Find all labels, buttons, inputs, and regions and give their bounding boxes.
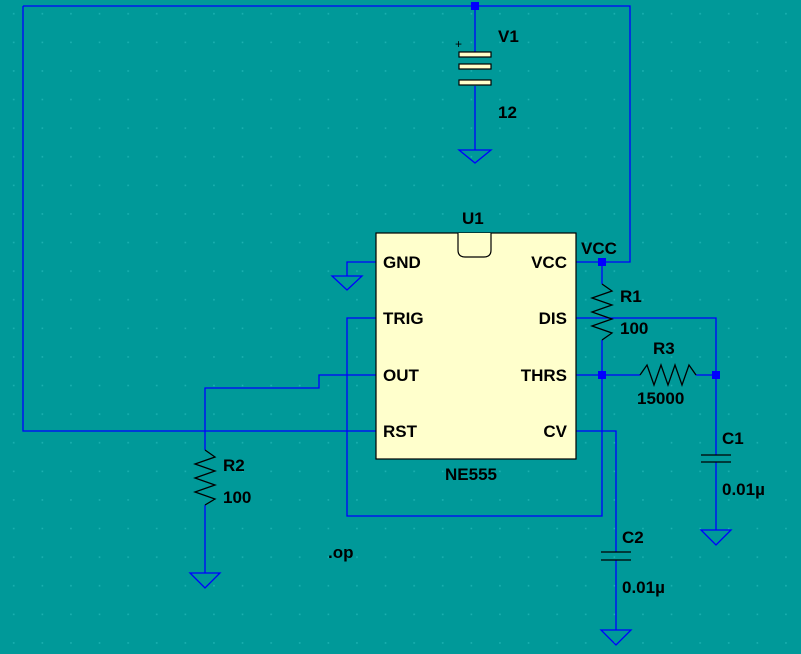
r2-value: 100 bbox=[223, 488, 251, 507]
resistors bbox=[193, 283, 697, 506]
spice-directive[interactable]: .op bbox=[328, 543, 354, 562]
pin-label-trig: TRIG bbox=[383, 309, 424, 328]
battery-plate-3 bbox=[458, 79, 492, 86]
junctions bbox=[471, 2, 720, 379]
ground-symbols bbox=[188, 149, 733, 646]
pin-label-out: OUT bbox=[383, 366, 420, 385]
c2-value: 0.01µ bbox=[622, 578, 665, 597]
r1-value: 100 bbox=[620, 319, 648, 338]
net-label-vcc: VCC bbox=[581, 239, 617, 258]
ground-icon-r2 bbox=[188, 572, 222, 589]
capacitor-c2[interactable] bbox=[601, 551, 631, 561]
junction-c1 bbox=[712, 371, 720, 379]
v1-plus-sign: + bbox=[455, 37, 462, 51]
wire-left-rst[interactable] bbox=[22, 6, 376, 432]
pin-label-gnd: GND bbox=[383, 253, 421, 272]
battery-v1[interactable] bbox=[458, 51, 492, 86]
junction-thrs bbox=[598, 371, 606, 379]
pin-label-vcc: VCC bbox=[531, 253, 567, 272]
resistor-r1[interactable] bbox=[590, 283, 614, 341]
chip-u1[interactable] bbox=[375, 232, 577, 460]
junction-vcc bbox=[598, 258, 606, 266]
capacitor-c1[interactable] bbox=[701, 454, 731, 463]
resistor-r3[interactable] bbox=[639, 363, 697, 387]
r3-name: R3 bbox=[653, 339, 675, 358]
chip-body bbox=[375, 232, 577, 460]
pin-label-dis: DIS bbox=[539, 309, 567, 328]
r3-value: 15000 bbox=[637, 389, 684, 408]
u1-part: NE555 bbox=[445, 465, 497, 484]
r1-name: R1 bbox=[620, 287, 642, 306]
wire-dis-c1[interactable] bbox=[576, 317, 717, 375]
battery-plate-2 bbox=[458, 63, 492, 70]
wire-top-vcc[interactable] bbox=[23, 5, 631, 263]
wires bbox=[22, 5, 717, 630]
ground-icon-c2 bbox=[599, 629, 633, 646]
c2-name: C2 bbox=[622, 528, 644, 547]
junction-top bbox=[471, 2, 479, 10]
r2-name: R2 bbox=[223, 456, 245, 475]
chip-notch bbox=[457, 233, 492, 258]
v1-name: V1 bbox=[498, 27, 519, 46]
v1-value: 12 bbox=[498, 103, 517, 122]
c1-value: 0.01µ bbox=[722, 480, 765, 499]
wire-trig-loop[interactable] bbox=[346, 317, 603, 517]
resistor-r2[interactable] bbox=[193, 449, 217, 506]
capacitors bbox=[601, 454, 731, 561]
battery-plate-1 bbox=[458, 51, 492, 58]
c1-name: C1 bbox=[722, 429, 744, 448]
u1-name: U1 bbox=[462, 209, 484, 228]
pin-label-rst: RST bbox=[383, 422, 418, 441]
ground-icon-gnd-pin bbox=[330, 275, 364, 291]
pin-label-cv: CV bbox=[543, 422, 567, 441]
ground-icon-c1 bbox=[699, 529, 733, 546]
wire-out-r2[interactable] bbox=[204, 374, 376, 450]
ground-icon-v1 bbox=[457, 149, 493, 164]
wire-gnd-pin[interactable] bbox=[346, 261, 376, 276]
pin-label-thrs: THRS bbox=[521, 366, 567, 385]
wire-cv-c2[interactable] bbox=[576, 430, 617, 552]
